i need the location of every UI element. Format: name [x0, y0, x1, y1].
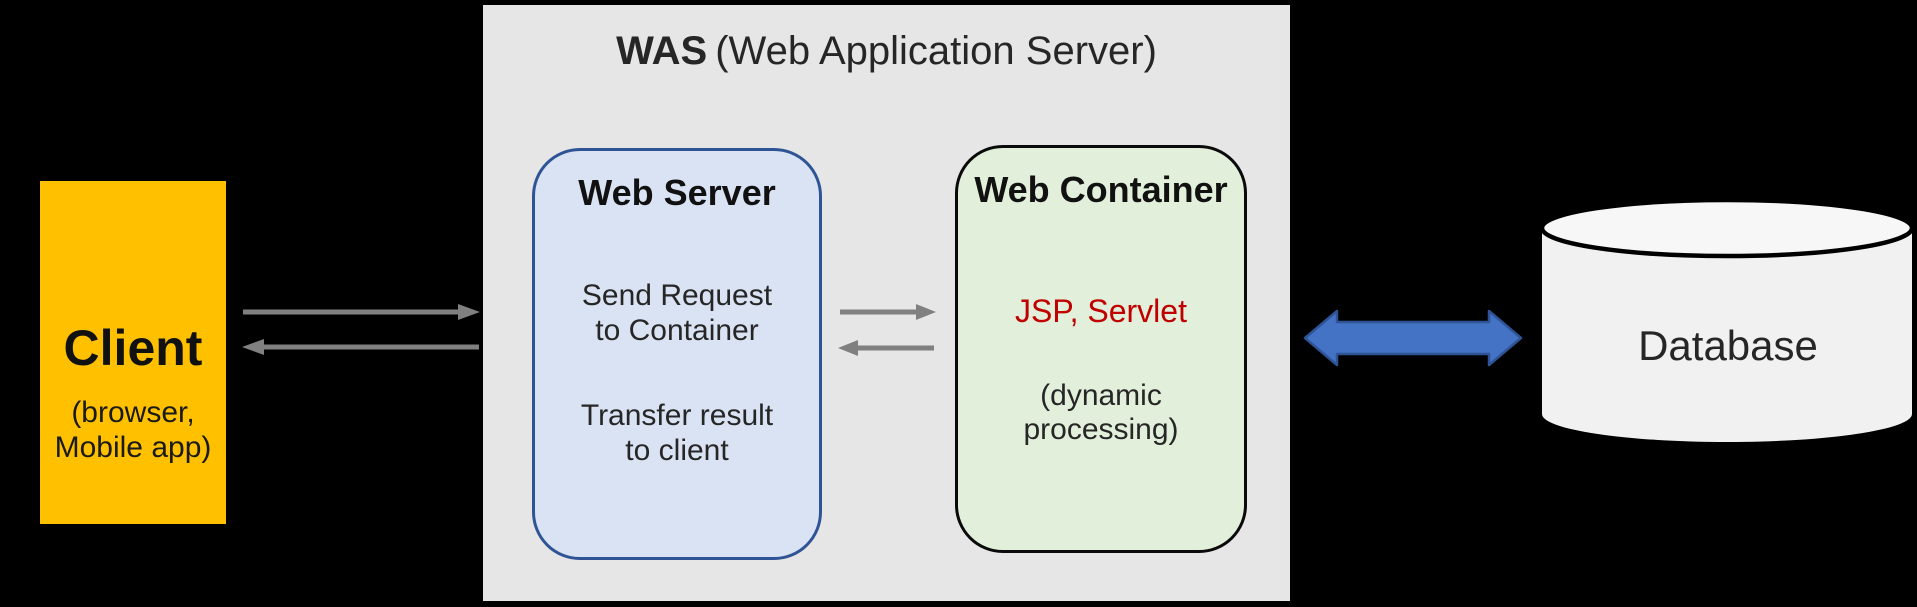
- was-title-expansion: (Web Application Server): [715, 29, 1157, 73]
- server-container-request-arrow-icon: [840, 304, 936, 320]
- client-subtitle-line: (browser,: [71, 396, 195, 429]
- client-subtitle-line: Mobile app): [54, 431, 212, 464]
- client-title: Client: [63, 320, 203, 376]
- web-server-box: Web Server Send Request to Container Tra…: [532, 148, 822, 560]
- web-container-box: Web Container JSP, Servlet (dynamic proc…: [955, 145, 1247, 553]
- database-cylinder-icon: [1539, 197, 1915, 442]
- web-container-title: Web Container: [974, 169, 1228, 210]
- was-panel: WAS(Web Application Server) Web Server S…: [483, 5, 1290, 601]
- was-database-arrow-icon: [1303, 309, 1523, 367]
- client-box: Client (browser, Mobile app): [40, 181, 226, 524]
- web-server-title: Web Server: [578, 172, 776, 213]
- server-container-response-arrow-icon: [838, 340, 934, 356]
- web-container-text-line: (dynamic: [1040, 379, 1162, 412]
- web-server-text-line: to Container: [595, 314, 759, 347]
- web-server-text-line: to client: [625, 434, 729, 467]
- client-response-arrow-icon: [242, 339, 479, 355]
- web-container-text-line: processing): [1023, 413, 1179, 446]
- was-title: WAS(Web Application Server): [483, 27, 1290, 75]
- web-server-text-line: Transfer result: [580, 399, 774, 432]
- database-label: Database: [1638, 322, 1818, 369]
- web-server-text-line: Send Request: [581, 279, 773, 312]
- client-request-arrow-icon: [243, 304, 480, 320]
- was-title-acronym: WAS: [616, 29, 708, 73]
- web-container-tech-label: JSP, Servlet: [1015, 293, 1187, 329]
